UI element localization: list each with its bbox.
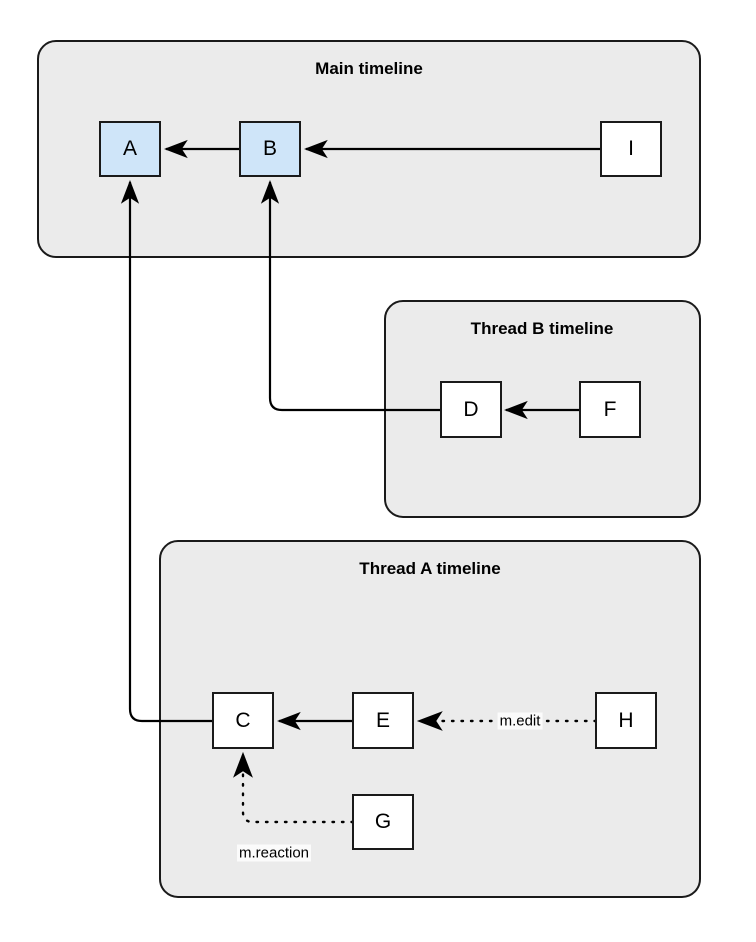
node-box-E[interactable] bbox=[352, 692, 414, 749]
group-title-main-timeline: Main timeline bbox=[315, 59, 423, 78]
node-box-B[interactable] bbox=[239, 121, 301, 177]
edge-label-m-reaction: m.reaction bbox=[236, 844, 312, 862]
node-box-A[interactable] bbox=[99, 121, 161, 177]
edge-D-to-B bbox=[260, 180, 441, 412]
edge-label-m-edit: m.edit bbox=[497, 712, 543, 730]
node-box-I[interactable] bbox=[600, 121, 662, 177]
group-title-thread-a-timeline: Thread A timeline bbox=[359, 559, 501, 578]
edge-G-to-C bbox=[233, 751, 355, 824]
node-box-H[interactable] bbox=[595, 692, 657, 749]
node-box-F[interactable] bbox=[579, 381, 641, 438]
group-title-thread-b-timeline: Thread B timeline bbox=[470, 319, 614, 338]
node-box-G[interactable] bbox=[352, 794, 414, 850]
node-box-C[interactable] bbox=[212, 692, 274, 749]
edge-C-to-A bbox=[120, 180, 213, 723]
node-box-D[interactable] bbox=[440, 381, 502, 438]
